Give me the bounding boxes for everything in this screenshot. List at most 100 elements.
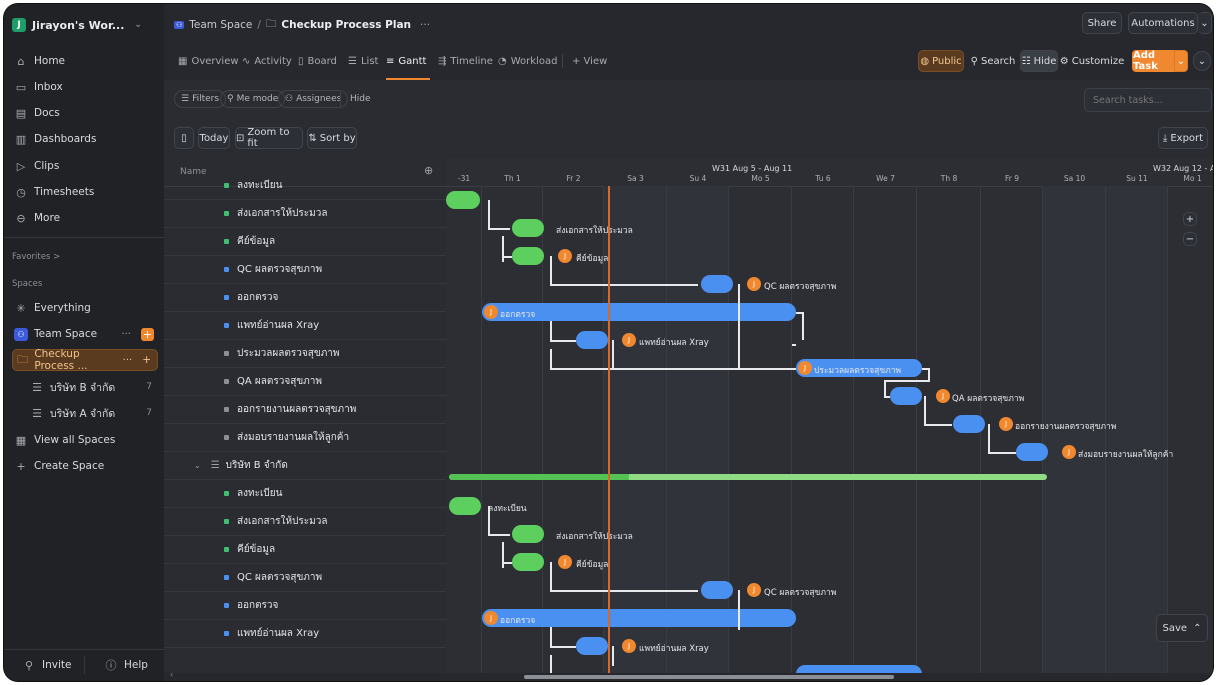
task-bar-register[interactable] [446,191,480,209]
assignee-avatar[interactable]: J [1062,445,1076,459]
task-bar-xray[interactable] [576,331,608,349]
scrollbar-thumb[interactable] [524,675,894,679]
more-dots-icon[interactable]: ··· [122,354,133,366]
add-task-button[interactable]: Add Task [1132,50,1174,72]
status-dot[interactable] [224,435,229,440]
status-dot[interactable] [224,407,229,412]
task-name[interactable]: ส่งเอกสารให้ประมวล [237,208,328,219]
task-name[interactable]: ออกรายงานผลตรวจสุขภาพ [237,404,357,415]
chevron-down-icon[interactable]: ⌄ [1174,50,1188,72]
task-bar-xray[interactable] [576,637,608,655]
tab-gantt[interactable]: ≡Gantt [386,42,430,80]
zoom-to-fit-button[interactable]: ⊡Zoom to fit [235,127,303,149]
status-dot[interactable] [224,183,229,188]
table-row[interactable]: คีย์ข้อมูล [164,228,446,256]
task-name[interactable]: ลงทะเบียน [237,488,283,499]
task-bar-qa[interactable] [890,387,922,405]
task-name[interactable]: ประมวลผลตรวจสุขภาพ [237,348,340,359]
sidebar-item-everything[interactable]: ✳Everything [10,297,158,319]
task-bar-exam[interactable] [482,303,796,321]
status-dot[interactable] [224,547,229,552]
status-dot[interactable] [224,631,229,636]
automations-button[interactable]: Automations [1128,12,1198,34]
table-row[interactable]: ลงทะเบียน [164,172,446,200]
public-button[interactable]: ◍Public [918,50,964,72]
status-dot[interactable] [224,239,229,244]
task-name[interactable]: ออกตรวจ [237,600,279,611]
tab-timeline[interactable]: ⇶Timeline [438,42,493,80]
sidebar-item-dashboards[interactable]: ▥Dashboards [10,128,158,150]
assignee-avatar[interactable]: J [484,305,498,319]
assignee-avatar[interactable]: J [622,639,636,653]
task-bar-qc[interactable] [701,275,733,293]
task-bar-key-data[interactable] [512,553,544,571]
sidebar-item-clips[interactable]: ▷Clips [10,155,158,177]
sidebar-toggle-icon[interactable]: ▯ [174,127,194,149]
hide-filter-button[interactable]: Hide [350,94,371,104]
tab-board[interactable]: ▯Board [298,42,337,80]
sidebar-item-home[interactable]: ⌂Home [10,50,158,72]
search-button[interactable]: ⚲Search [970,50,1016,72]
group-progress-bar[interactable] [449,474,1047,480]
invite-button[interactable]: ⚲Invite [18,654,78,676]
task-bar-send-docs[interactable] [512,219,544,237]
task-name[interactable]: คีย์ข้อมูล [237,236,276,247]
add-icon[interactable]: + [142,354,151,366]
tab-overview[interactable]: ▦Overview [178,42,239,80]
table-row[interactable]: ออกตรวจ [164,284,446,312]
task-bar-process[interactable] [796,359,922,377]
add-view-button[interactable]: + View [572,42,607,80]
status-dot[interactable] [224,323,229,328]
status-dot[interactable] [224,351,229,356]
task-bar-qc[interactable] [701,581,733,599]
assignee-avatar[interactable]: J [558,555,572,569]
assignee-avatar[interactable]: J [999,417,1013,431]
status-dot[interactable] [224,379,229,384]
status-dot[interactable] [224,295,229,300]
tab-list[interactable]: ☰List [348,42,378,80]
table-row[interactable]: ออกตรวจ [164,592,446,620]
tab-activity[interactable]: ∿Activity [242,42,292,80]
me-mode-button[interactable]: ⚲Me mode [220,90,286,108]
collapse-chevron-icon[interactable]: ⌄ [194,461,201,470]
tab-workload[interactable]: ◔Workload [498,42,557,80]
task-bar-exam[interactable] [482,609,796,627]
status-dot[interactable] [224,575,229,580]
table-row[interactable]: QC ผลตรวจสุขภาพ [164,564,446,592]
status-dot[interactable] [224,603,229,608]
table-row[interactable]: QA ผลตรวจสุขภาพ [164,368,446,396]
add-column-icon[interactable]: ⊕ [424,164,434,177]
expand-chevron-icon[interactable]: ⌄ [1193,51,1211,71]
assignee-avatar[interactable]: J [484,611,498,625]
sidebar-item-create-space[interactable]: +Create Space [10,455,158,477]
table-row[interactable]: คีย์ข้อมูล [164,536,446,564]
table-row[interactable]: แพทย์อ่านผล Xray [164,312,446,340]
task-name[interactable]: แพทย์อ่านผล Xray [237,320,320,331]
task-name[interactable]: ส่งมอบรายงานผลให้ลูกค้า [237,432,350,443]
breadcrumb-space[interactable]: Team Space [189,19,253,31]
sidebar-item-checkup-process[interactable]: 🗀 Checkup Process ... ··· + [12,348,158,372]
more-dots-icon[interactable]: ··· [121,328,131,340]
table-row[interactable]: ส่งเอกสารให้ประมวล [164,200,446,228]
search-tasks-input[interactable] [1084,88,1212,112]
task-bar-report[interactable] [953,415,985,433]
task-name[interactable]: QC ผลตรวจสุขภาพ [237,264,323,275]
hide-button[interactable]: ☷Hide [1020,50,1058,72]
zoom-out-button[interactable]: − [1183,232,1197,246]
status-dot[interactable] [224,519,229,524]
share-button[interactable]: Share [1082,12,1122,34]
sidebar-item-team-space[interactable]: ⚇ Team Space ··· + [10,323,158,345]
assignee-avatar[interactable]: J [936,389,950,403]
workspace-switcher[interactable]: J Jirayon's Wor... ⌄ [12,14,142,36]
table-row[interactable]: ประมวลผลตรวจสุขภาพ [164,340,446,368]
add-icon[interactable]: + [141,327,154,341]
sidebar-item-timesheets[interactable]: ◷Timesheets [10,181,158,203]
sidebar-item-docs[interactable]: ▤Docs [10,102,158,124]
chevron-down-icon[interactable]: ⌄ [1198,12,1212,34]
scroll-left-icon[interactable]: ‹ [170,670,174,679]
breadcrumb-folder[interactable]: Checkup Process Plan [281,19,412,31]
today-button[interactable]: Today [198,127,230,149]
sidebar-item-more[interactable]: ⊖More [10,207,158,229]
table-row[interactable]: ส่งเอกสารให้ประมวล [164,508,446,536]
